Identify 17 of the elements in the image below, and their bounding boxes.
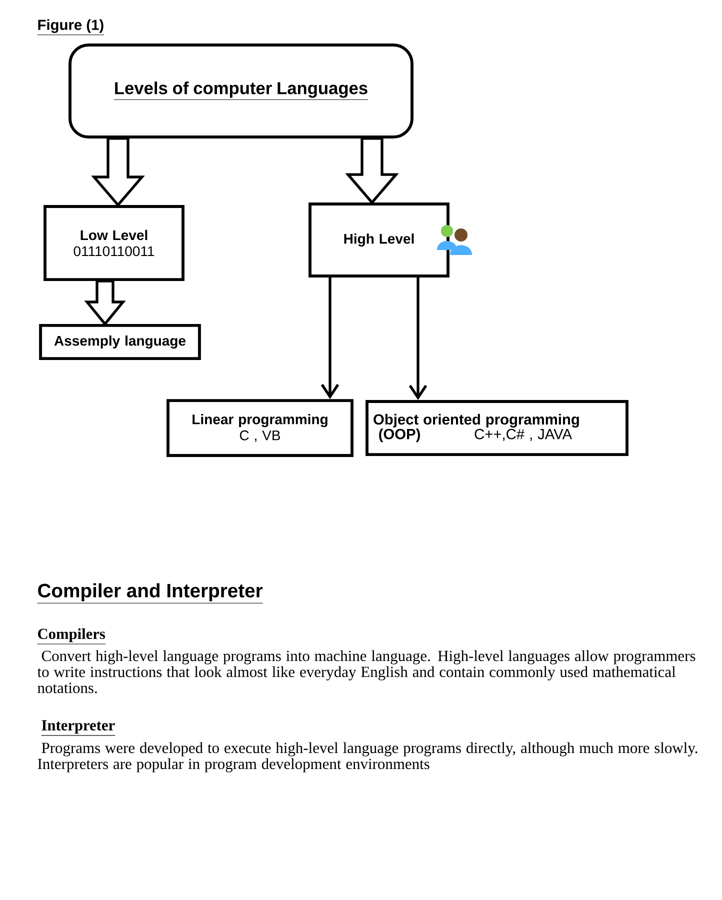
title-box: Levels of computer Languages: [68, 44, 414, 138]
arrow: [84, 280, 126, 326]
process-box: Object oriented programming (OOP) C++,C# , JAVA: [366, 400, 628, 456]
paragraph: Convert high-level language programs into machine language. High-level languages allow programmers to write instructions that look almost like everyday English and contain commonly used mathematical notations.: [37, 650, 696, 694]
process-box: Assemply language: [39, 324, 201, 360]
arrow: [320, 277, 340, 400]
process-box: Linear programming C , VB: [166, 399, 354, 457]
arrow: [345, 137, 399, 205]
section-heading: Compiler and Interpreter: [37, 583, 264, 604]
subheading: Interpreter: [41, 720, 116, 736]
process-box: Low Level 01110110011: [44, 205, 184, 281]
process-box: High Level: [308, 202, 450, 278]
paragraph: Programs were developed to execute high-level language programs directly, although much more slowly. Interpreters are popular in program development environments: [38, 742, 698, 772]
arrow: [408, 277, 428, 400]
subheading: Compilers: [37, 628, 106, 644]
arrow: [91, 137, 145, 208]
figure-title: Figure (1): [37, 19, 104, 36]
